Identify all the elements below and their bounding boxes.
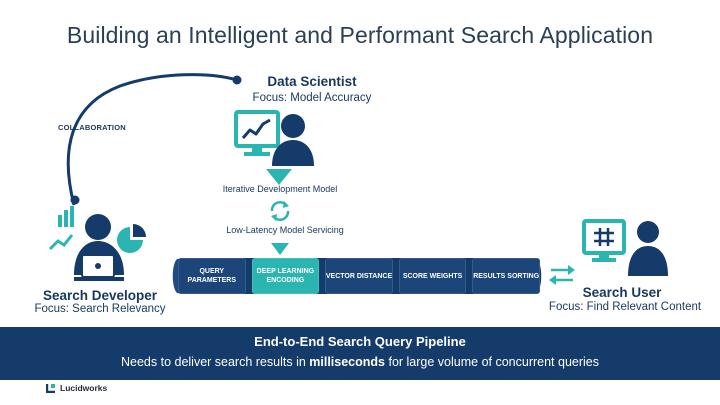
search-developer-icon <box>48 206 146 281</box>
pipeline-stage-label: SCORE WEIGHTS <box>402 272 463 280</box>
lucidworks-logo: Lucidworks <box>46 383 107 393</box>
pipeline-stage-label: RESULTS SORTING <box>473 272 540 280</box>
search-user-focus: Focus: Find Relevant Content <box>548 301 702 313</box>
pipeline-stage: SCORE WEIGHTS <box>398 258 467 294</box>
collaboration-label: COLLABORATION <box>58 123 126 132</box>
pipeline-stages: QUERY PARAMETERS DEEP LEARNING ENCODING VE… <box>178 258 540 294</box>
search-developer-focus: Focus: Search Relevancy <box>34 303 166 315</box>
banner-sub-before: Needs to deliver search results in <box>120 355 310 369</box>
down-arrow-small-icon <box>271 243 289 255</box>
pipeline-stage-label: VECTOR DISTANCE <box>325 272 393 280</box>
servicing-label: Low-Latency Model Servicing <box>226 225 344 235</box>
pipeline-stage: VECTOR DISTANCE <box>325 258 393 294</box>
data-scientist-focus: Focus: Model Accuracy <box>252 92 372 104</box>
pipeline-stage: RESULTS SORTING <box>472 258 540 294</box>
pipeline-stage: QUERY PARAMETERS <box>178 258 246 294</box>
pipeline-banner <box>0 327 720 380</box>
search-developer-name: Search Developer <box>42 288 158 303</box>
down-arrow-icon <box>266 169 292 185</box>
pipeline-stage-label: QUERY PARAMETERS <box>187 268 237 284</box>
search-user-name: Search User <box>582 285 662 300</box>
lucidworks-logo-icon <box>46 384 55 393</box>
banner-sub-bold: milliseconds <box>309 355 385 369</box>
data-scientist-name: Data Scientist <box>267 74 357 89</box>
logo-text: Lucidworks <box>60 383 108 393</box>
refresh-cycle-icon <box>270 201 290 221</box>
banner-subtitle: Needs to deliver search results in milli… <box>0 355 720 369</box>
data-scientist-icon <box>234 110 314 166</box>
banner-title: End-to-End Search Query Pipeline <box>254 334 466 349</box>
page-title: Building an Intelligent and Performant S… <box>66 22 654 48</box>
pipeline-stage-label: DEEP LEARNING ENCODING <box>256 268 315 284</box>
banner-sub-after: for large volume of concurrent queries <box>385 355 599 369</box>
search-user-icon <box>582 219 668 276</box>
iterative-label: Iterative Development Model <box>222 184 338 194</box>
bidirectional-arrows-icon <box>549 265 575 285</box>
pipeline-stage: DEEP LEARNING ENCODING <box>251 258 320 294</box>
